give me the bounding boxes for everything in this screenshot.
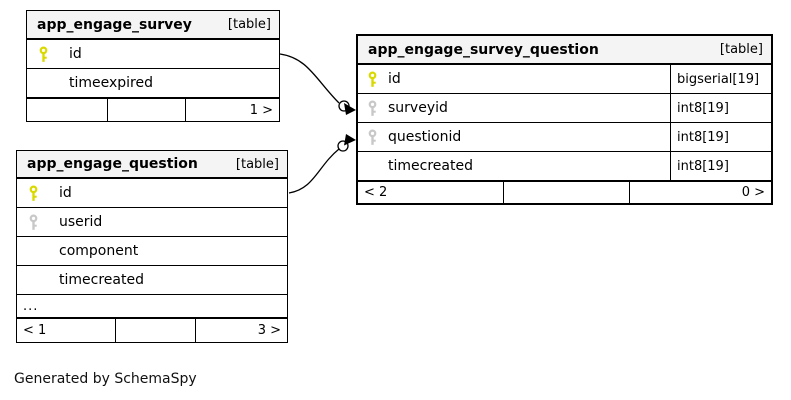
column-row-component[interactable]: component [17, 237, 287, 266]
column-type: bigserial[19] [670, 65, 771, 93]
column-type: int8[19] [670, 152, 771, 180]
column-row-id[interactable]: id bigserial[19] [358, 65, 771, 94]
cardinality-circle [337, 140, 349, 152]
column-name: timeexpired [69, 75, 154, 91]
table-tag: [table] [719, 42, 763, 57]
foreign-key-icon [368, 100, 377, 116]
footer-middle-cell [116, 319, 196, 342]
primary-key-icon [39, 46, 48, 62]
table-header[interactable]: app_engage_survey_question [table] [358, 36, 771, 65]
column-name: timecreated [59, 272, 144, 288]
column-name: timecreated [388, 158, 473, 174]
table-name: app_engage_question [27, 156, 198, 172]
primary-key-icon [368, 71, 377, 87]
column-row-timecreated[interactable]: timecreated [17, 266, 287, 295]
column-row-timecreated[interactable]: timecreated int8[19] [358, 152, 771, 181]
table-name: app_engage_survey [37, 16, 192, 33]
cardinality-circle [338, 100, 350, 112]
table-header[interactable]: app_engage_survey [table] [27, 11, 279, 40]
footer-parents-count: 0 > [741, 185, 765, 200]
table-tag: [table] [235, 156, 279, 172]
table-app-engage-survey: app_engage_survey [table] id timeexpired… [26, 10, 280, 122]
generated-by-note: Generated by SchemaSpy [14, 371, 197, 387]
footer-parents-count: 3 > [257, 323, 281, 338]
arrowhead-icon [344, 134, 356, 146]
foreign-key-icon [368, 129, 377, 145]
table-app-engage-survey-question: app_engage_survey_question [table] id bi… [356, 34, 773, 205]
column-row-timeexpired[interactable]: timeexpired [27, 69, 279, 98]
footer-parents-count: 1 > [249, 102, 273, 118]
column-name: component [59, 243, 139, 259]
table-tag: [table] [227, 17, 271, 32]
table-footer: < 1 3 > [17, 318, 287, 342]
column-name: questionid [388, 129, 462, 145]
relationship-survey-to-surveyid [279, 53, 356, 115]
table-name: app_engage_survey_question [368, 41, 599, 58]
column-name: userid [59, 214, 103, 230]
footer-children-count [27, 99, 108, 121]
column-row-questionid[interactable]: questionid int8[19] [358, 123, 771, 152]
column-name: id [388, 71, 401, 87]
column-type: int8[19] [670, 123, 771, 151]
table-footer: 1 > [27, 98, 279, 121]
footer-children-count: < 1 [17, 319, 116, 342]
primary-key-icon [29, 185, 38, 201]
table-footer: < 2 0 > [358, 181, 771, 203]
footer-middle-cell [108, 99, 186, 121]
column-row-surveyid[interactable]: surveyid int8[19] [358, 94, 771, 123]
footer-children-count: < 2 [358, 182, 504, 203]
table-app-engage-question: app_engage_question [table] id userid co… [16, 150, 288, 343]
column-row-id[interactable]: id [17, 179, 287, 208]
column-name: id [59, 185, 72, 201]
table-header[interactable]: app_engage_question [table] [17, 151, 287, 179]
column-name: surveyid [388, 100, 448, 116]
column-row-userid[interactable]: userid [17, 208, 287, 237]
footer-middle-cell [504, 182, 630, 203]
column-row-id[interactable]: id [27, 40, 279, 69]
hidden-columns-indicator: ... [17, 295, 287, 318]
relationship-question-to-questionid [288, 134, 356, 194]
column-name: id [69, 46, 82, 62]
column-type: int8[19] [670, 94, 771, 122]
foreign-key-icon [29, 214, 38, 230]
arrowhead-icon [344, 103, 356, 115]
